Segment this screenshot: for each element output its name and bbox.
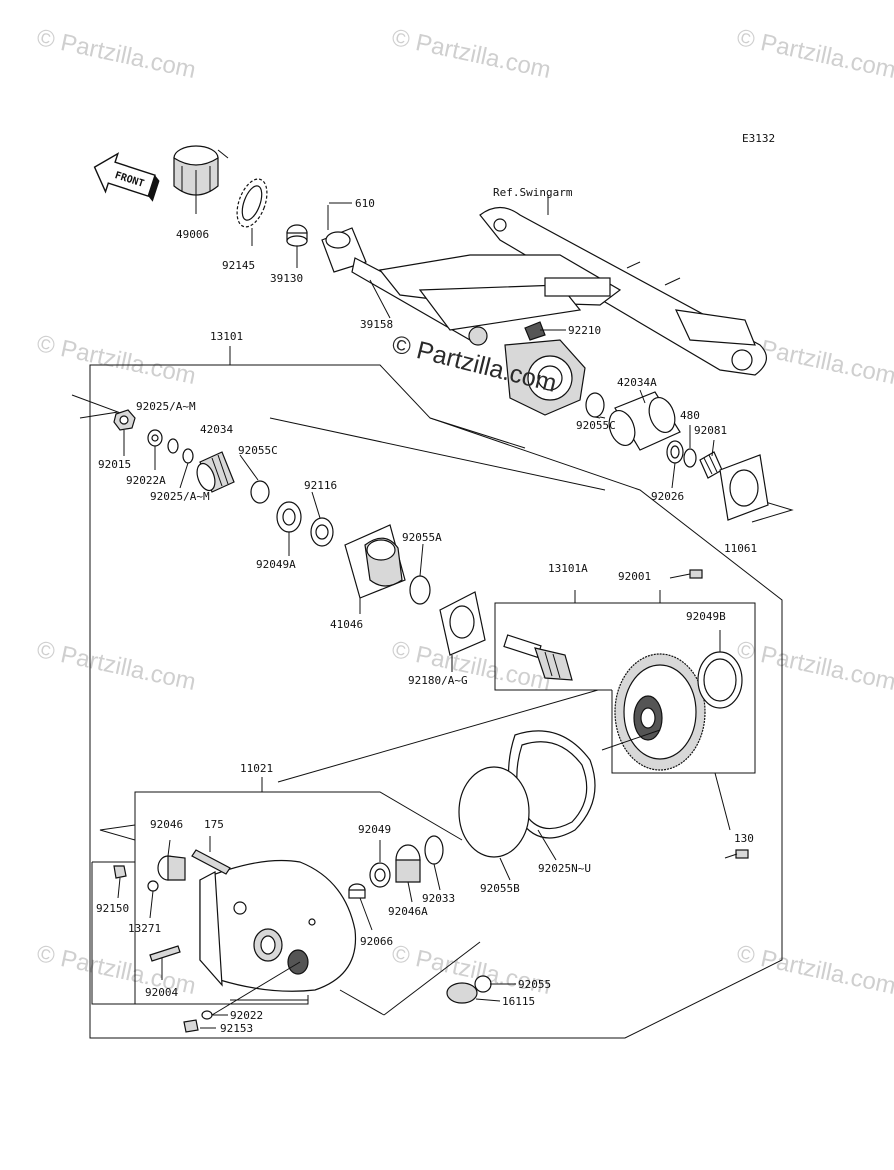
part-label: 11021 <box>240 762 273 775</box>
ring-gear <box>614 653 706 771</box>
part-label: 39158 <box>360 318 393 331</box>
cover-11061 <box>719 454 769 521</box>
part-label: 175 <box>204 818 224 831</box>
part-label: 92025/A~M <box>150 490 210 503</box>
part-label: 130 <box>734 832 754 845</box>
final-housing <box>504 321 586 416</box>
nut-92015 <box>113 409 136 431</box>
needle-bearing-92046a <box>395 844 421 883</box>
part-label: 92066 <box>360 935 393 948</box>
diagram-code: E3132 <box>742 132 775 145</box>
part-label: 92022A <box>126 474 166 487</box>
pinion-gear-13101a <box>503 634 573 681</box>
part-label: 39130 <box>270 272 303 285</box>
washer-92026 <box>666 440 684 464</box>
swingarm <box>378 195 767 376</box>
part-label: 11061 <box>724 542 757 555</box>
o-ring-92055c-left <box>250 480 270 504</box>
bearing-92116 <box>310 517 334 547</box>
collar-92066 <box>348 883 366 899</box>
bolt-92001 <box>669 569 703 579</box>
o-ring-92055a <box>409 575 431 605</box>
part-label: 92004 <box>145 986 178 999</box>
front-arrow-icon: FRONT <box>93 152 160 202</box>
leader-lines <box>117 202 731 1029</box>
gear-42034 <box>196 451 235 493</box>
part-label: 92180/A~G <box>408 674 468 687</box>
part-label: 92055B <box>480 882 520 895</box>
part-label: 92001 <box>618 570 651 583</box>
part-label: 92033 <box>422 892 455 905</box>
part-label: 92055C <box>238 444 278 457</box>
group-13101-outline <box>89 346 783 1039</box>
part-label: 480 <box>680 409 700 422</box>
ring-480 <box>683 448 697 468</box>
part-label: 92055C <box>576 419 616 432</box>
part-label: 41046 <box>330 618 363 631</box>
part-label: 16115 <box>502 995 535 1008</box>
part-label: 49006 <box>176 228 209 241</box>
bearing-39130 <box>286 224 308 268</box>
bearing-92046 <box>157 855 186 881</box>
gasket-92180ag <box>439 591 486 656</box>
bolt-92150 <box>113 865 127 879</box>
part-label: 92145 <box>222 259 255 272</box>
o-ring-92055b <box>458 766 530 858</box>
shim-92025am <box>167 438 194 464</box>
o-ring-92055c-right <box>585 392 605 418</box>
bearing-92049 <box>369 862 391 888</box>
spring-92081 <box>699 451 723 479</box>
part-label: 92015 <box>98 458 131 471</box>
part-label: 13101 <box>210 330 243 343</box>
part-label: 92153 <box>220 1022 253 1035</box>
part-label: 42034A <box>617 376 657 389</box>
shaft-42034a <box>608 391 681 451</box>
part-label: 13271 <box>128 922 161 935</box>
part-label: 92049B <box>686 610 726 623</box>
part-label: 42034 <box>200 423 233 436</box>
washer-92022 <box>201 1010 213 1020</box>
part-label: 92049 <box>358 823 391 836</box>
part-label: 13101A <box>548 562 588 575</box>
part-label: 92022 <box>230 1009 263 1022</box>
part-label: 92150 <box>96 902 129 915</box>
part-label: 92049A <box>256 558 296 571</box>
washer-92022a <box>147 429 163 447</box>
pin-13271 <box>147 880 159 892</box>
part-label: 92025N~U <box>538 862 591 875</box>
oil-seal-92049b <box>697 651 743 709</box>
leader-92025am <box>71 394 120 419</box>
plug-16115 <box>446 982 478 1004</box>
part-label: 92210 <box>568 324 601 337</box>
bolt-92153 <box>183 1019 199 1033</box>
circlip-92033 <box>424 835 444 865</box>
group-13101a-outline <box>494 590 756 774</box>
part-label: 92046A <box>388 905 428 918</box>
group-11021-outline <box>91 777 463 1005</box>
bolt-130 <box>724 849 749 859</box>
stud-92004 <box>149 945 181 962</box>
o-ring-92055 <box>474 975 492 993</box>
part-label: 92055 <box>518 978 551 991</box>
final-drive-case-11021 <box>199 859 357 992</box>
coupling-49006 <box>173 145 229 214</box>
part-label: 92026 <box>651 490 684 503</box>
bearing-92049a <box>276 501 302 533</box>
part-label: 92055A <box>402 531 442 544</box>
part-label: 92081 <box>694 424 727 437</box>
ref-swingarm-label: Ref.Swingarm <box>493 186 573 199</box>
housing-41046 <box>344 524 406 599</box>
part-label: 92116 <box>304 479 337 492</box>
part-label: 92046 <box>150 818 183 831</box>
spring-92145 <box>236 178 268 246</box>
stud-175 <box>191 849 231 875</box>
part-label: 92025/A~M <box>136 400 196 413</box>
part-label: 610 <box>355 197 375 210</box>
